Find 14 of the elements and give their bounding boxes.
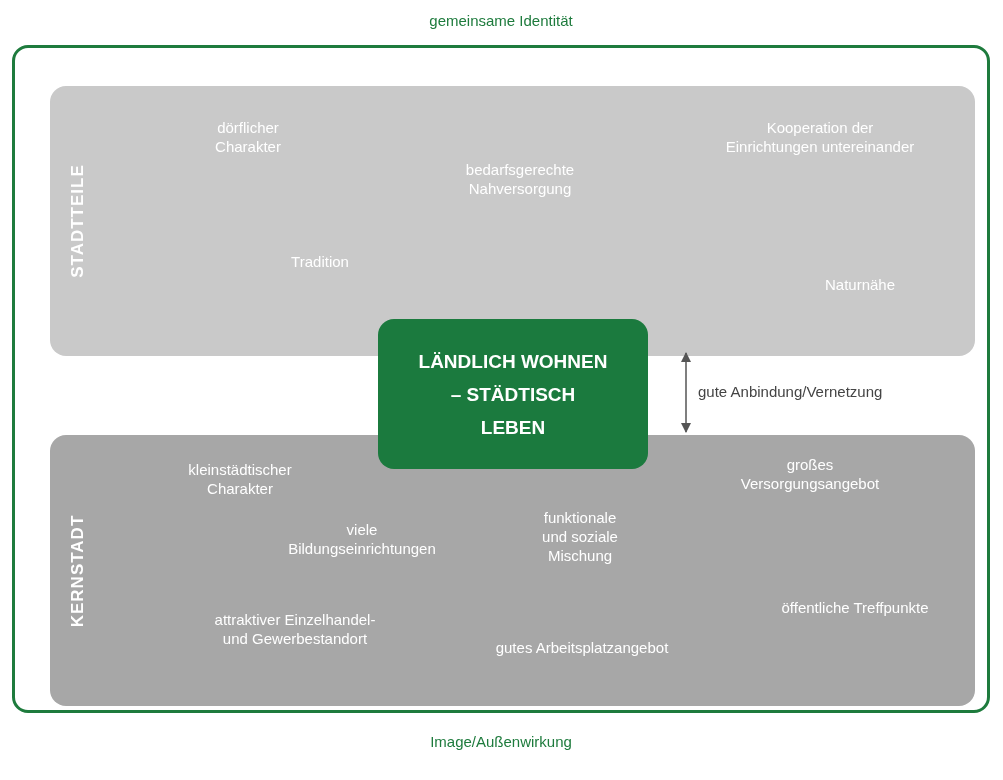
- feature-text: attraktiver Einzelhandel- und Gewerbestandort: [214, 610, 376, 648]
- district-panel: [50, 435, 975, 706]
- central-box: [378, 319, 648, 469]
- feature-text: viele Bildungseinrichtungen: [288, 520, 436, 558]
- feature-text: funktionale und soziale Mischung: [542, 508, 618, 565]
- feature-text: gutes Arbeitsplatzangebot: [495, 638, 669, 657]
- feature-text: kleinstädtischer Charakter: [188, 460, 292, 498]
- double-arrow: [680, 351, 692, 434]
- feature-text: großes Versorgungsangebot: [740, 455, 880, 493]
- central-text: LÄNDLICH WOHNEN – STÄDTISCH LEBEN: [418, 349, 608, 440]
- top-caption: gemeinsame Identität: [429, 12, 573, 29]
- feature-text: öffentliche Treffpunkte: [781, 598, 929, 617]
- bottom-caption: Image/Außenwirkung: [430, 733, 572, 750]
- panel-title: KERNSTADT: [68, 514, 88, 627]
